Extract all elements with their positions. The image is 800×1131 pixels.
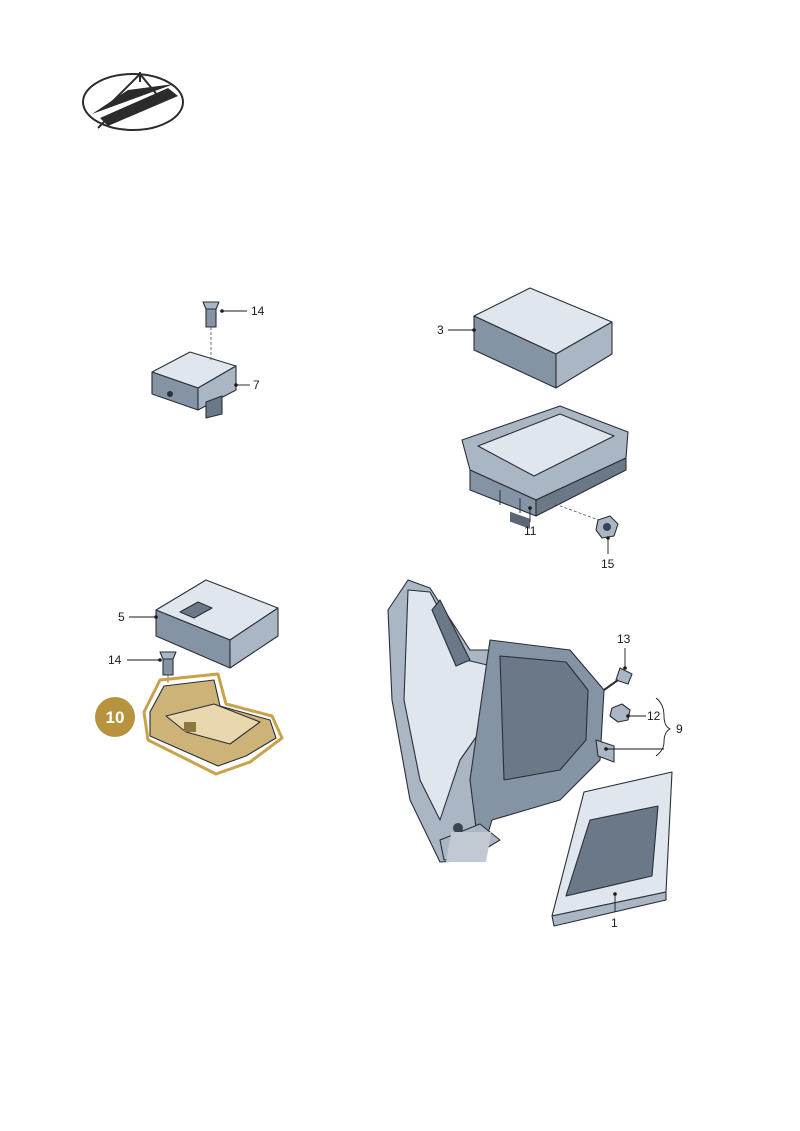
part-10-tray-highlighted[interactable] bbox=[142, 672, 284, 776]
callout-5[interactable]: 5 bbox=[118, 610, 158, 624]
svg-text:14: 14 bbox=[108, 653, 122, 667]
nut-12[interactable] bbox=[609, 703, 631, 723]
part-1-control-plate[interactable] bbox=[446, 771, 673, 927]
nut-15[interactable] bbox=[554, 503, 619, 539]
svg-text:3: 3 bbox=[437, 323, 444, 337]
brand-logo bbox=[82, 72, 184, 131]
callout-9[interactable]: 9 bbox=[604, 697, 683, 757]
callout-badge-10[interactable]: 10 bbox=[95, 697, 135, 737]
svg-text:14: 14 bbox=[251, 304, 265, 318]
callout-1[interactable]: 1 bbox=[611, 892, 618, 930]
svg-text:11: 11 bbox=[524, 524, 537, 538]
screw-13[interactable] bbox=[603, 667, 633, 691]
callout-3[interactable]: 3 bbox=[437, 323, 476, 337]
part-11-bracket[interactable] bbox=[461, 405, 629, 517]
screw-14-bottom[interactable] bbox=[159, 651, 177, 690]
callout-14-bottom[interactable]: 14 bbox=[108, 653, 162, 667]
part-3-control-unit[interactable] bbox=[473, 287, 613, 529]
svg-text:7: 7 bbox=[253, 378, 260, 392]
callout-15[interactable]: 15 bbox=[601, 536, 615, 571]
svg-text:12: 12 bbox=[647, 709, 661, 723]
callout-11[interactable]: 11 bbox=[524, 506, 537, 538]
svg-text:5: 5 bbox=[118, 610, 125, 624]
svg-text:15: 15 bbox=[601, 557, 615, 571]
part-7-module[interactable] bbox=[151, 351, 237, 419]
screw-14-top[interactable] bbox=[202, 301, 220, 360]
svg-text:13: 13 bbox=[617, 632, 631, 646]
callout-13[interactable]: 13 bbox=[617, 632, 631, 670]
badge-label: 10 bbox=[106, 708, 125, 727]
callout-14-top[interactable]: 14 bbox=[220, 304, 265, 318]
svg-text:9: 9 bbox=[676, 722, 683, 736]
svg-text:1: 1 bbox=[611, 916, 618, 930]
callout-7[interactable]: 7 bbox=[234, 378, 260, 392]
callout-12[interactable]: 12 bbox=[626, 709, 661, 723]
part-5-control-unit[interactable] bbox=[155, 579, 279, 669]
